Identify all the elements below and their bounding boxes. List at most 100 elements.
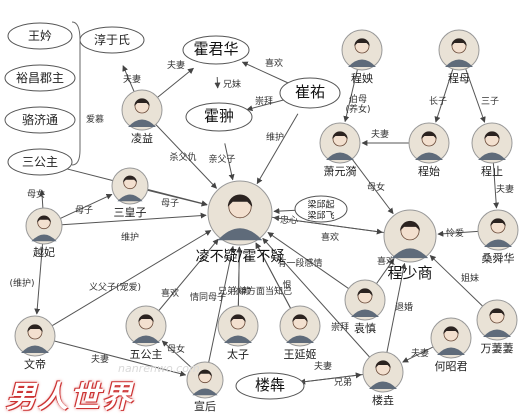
edge-label: 喜欢 — [321, 231, 339, 243]
edge-arrow — [52, 230, 211, 325]
edge-label: 亲父子 — [208, 153, 235, 165]
group-bracket — [72, 22, 80, 165]
edge-label: 伯母 — [349, 93, 367, 105]
oval-node-sangongzhu: 三公主 — [8, 149, 72, 175]
oval-label: 骆济通 — [22, 112, 58, 127]
edge-label: 爱慕 — [86, 113, 104, 125]
oval-node-luojitong: 骆济通 — [5, 107, 75, 133]
person-node-chengshaoshang: 程少商 — [384, 210, 436, 282]
oval-node-loukun: 楼犇 — [236, 373, 304, 399]
oval-label: 三公主 — [22, 155, 58, 169]
person-label: 越妃 — [33, 245, 55, 259]
person-label: 程止 — [481, 165, 503, 178]
edge-label: 夫妻 — [411, 347, 429, 359]
person-label: 萧元漪 — [324, 165, 357, 178]
person-node-wanqianqian: 万萋萋 — [477, 300, 517, 355]
edge-label: 义父子(宠爱) — [89, 281, 141, 293]
person-label: 程姎 — [351, 71, 373, 85]
edge-label: 兄妹 — [223, 78, 241, 90]
edge-label: 维护 — [266, 131, 284, 143]
person-node-heshaojun: 何昭君 — [431, 318, 471, 373]
oval-node-chunyushi: 淳于氏 — [80, 27, 144, 53]
person-node-lingbuyi: 凌不疑/霍不疑 — [196, 181, 285, 265]
edge-label: 母女 — [167, 343, 185, 355]
person-node-taizi: 太子 — [218, 306, 258, 361]
person-label: 宣后 — [194, 399, 216, 413]
edge-label: 杀父仇 — [169, 151, 196, 163]
person-node-wangyanji: 王延姬 — [280, 306, 320, 361]
person-label: 凌益 — [131, 131, 153, 145]
edge-label: (养女) — [345, 103, 370, 115]
person-node-wugongzhu: 五公主 — [126, 306, 166, 361]
person-label: 楼垚 — [372, 393, 394, 407]
person-node-louyao: 楼垚 — [363, 352, 403, 407]
edge-label: 怜爱 — [446, 227, 464, 239]
edge-label: 三子 — [481, 96, 499, 107]
edge-label: 夫妻 — [314, 360, 332, 372]
watermark-logo: 男人世界 — [6, 372, 134, 416]
person-label: 太子 — [227, 348, 249, 361]
person-node-chengzhi: 程止 — [472, 123, 512, 178]
person-label: 五公主 — [130, 348, 163, 361]
edge-arrow — [158, 68, 194, 97]
person-node-lingyi: 凌益 — [122, 90, 162, 145]
edge-label: 维护 — [121, 231, 139, 243]
edge-label: 母子 — [75, 205, 93, 216]
edge-label: 夫妻 — [123, 73, 141, 85]
edge-label: 姐妹 — [461, 272, 479, 284]
edge-label: 夫妻 — [91, 353, 109, 365]
edge-label: 夫妻 — [167, 59, 185, 71]
person-node-xiaoyuanyi: 萧元漪 — [320, 123, 360, 178]
oval-label: 楼犇 — [255, 376, 285, 394]
person-label: 文帝 — [24, 357, 46, 371]
edge-label: 崇拜 — [331, 322, 349, 333]
edge-label: 夫妻 — [371, 128, 389, 140]
oval-node-yuchang: 裕昌郡主 — [5, 65, 75, 91]
oval-label: 崔祐 — [295, 83, 325, 101]
oval-node-huozheng: 霍翀 — [186, 103, 252, 131]
edge-label: 母女 — [27, 188, 45, 200]
edge-label: 崇拜 — [255, 96, 273, 107]
person-label: 袁慎 — [354, 321, 376, 335]
edge-label: 母女 — [367, 181, 385, 193]
person-label: 三皇子 — [114, 205, 147, 219]
nodes-layer: 王妗裕昌郡主骆济通三公主淳于氏霍君华霍翀崔祐梁邱起梁邱飞楼犇凌益程姎程母萧元漪程… — [5, 23, 518, 413]
oval-node-wangling: 王妗 — [8, 23, 72, 49]
person-node-chengmu: 程母 — [439, 30, 479, 85]
person-node-zhaofei: 越妃 — [26, 208, 62, 259]
oval-label: 梁邱起 — [307, 199, 334, 211]
edge-label: 退婚 — [395, 301, 413, 313]
edge-label: 夫妻 — [496, 183, 514, 195]
edge-arrow — [257, 114, 298, 184]
oval-label: 裕昌郡主 — [16, 70, 64, 85]
edge-label: (维护) — [9, 277, 34, 289]
oval-node-cuiyou: 崔祐 — [280, 78, 340, 108]
person-node-chengyang: 程姎 — [342, 30, 382, 85]
person-label: 程始 — [418, 164, 440, 178]
person-node-sanhuangzi: 三皇子 — [112, 168, 148, 219]
person-node-wendi: 文帝 — [15, 316, 55, 371]
person-label: 何昭君 — [435, 360, 468, 373]
edge-label: 母子 — [161, 198, 179, 209]
oval-node-huojunhua: 霍君华 — [183, 36, 249, 64]
oval-label: 梁邱飞 — [307, 210, 334, 222]
edge-label: 情同母子 — [190, 291, 226, 303]
oval-label: 王妗 — [28, 29, 52, 43]
person-label: 王延姬 — [284, 348, 317, 361]
edge-label: 喜欢 — [265, 57, 283, 69]
person-label: 桑舜华 — [482, 251, 515, 265]
oval-label: 淳于氏 — [94, 32, 130, 47]
person-node-chengshi: 程始 — [409, 123, 449, 178]
person-label: 程少商 — [387, 264, 432, 282]
edge-label: 长子 — [429, 95, 447, 107]
person-node-yuanshen: 袁慎 — [345, 280, 385, 335]
watermark-url: nanrenwo.com — [118, 362, 200, 375]
person-label: 程母 — [448, 72, 470, 85]
edge-label: 喜欢 — [161, 287, 179, 299]
person-node-sangshunhua: 桑舜华 — [478, 210, 518, 265]
person-label: 凌不疑/霍不疑 — [196, 249, 285, 265]
person-label: 万萋萋 — [481, 342, 514, 355]
edge-label: 恨 — [282, 279, 291, 291]
